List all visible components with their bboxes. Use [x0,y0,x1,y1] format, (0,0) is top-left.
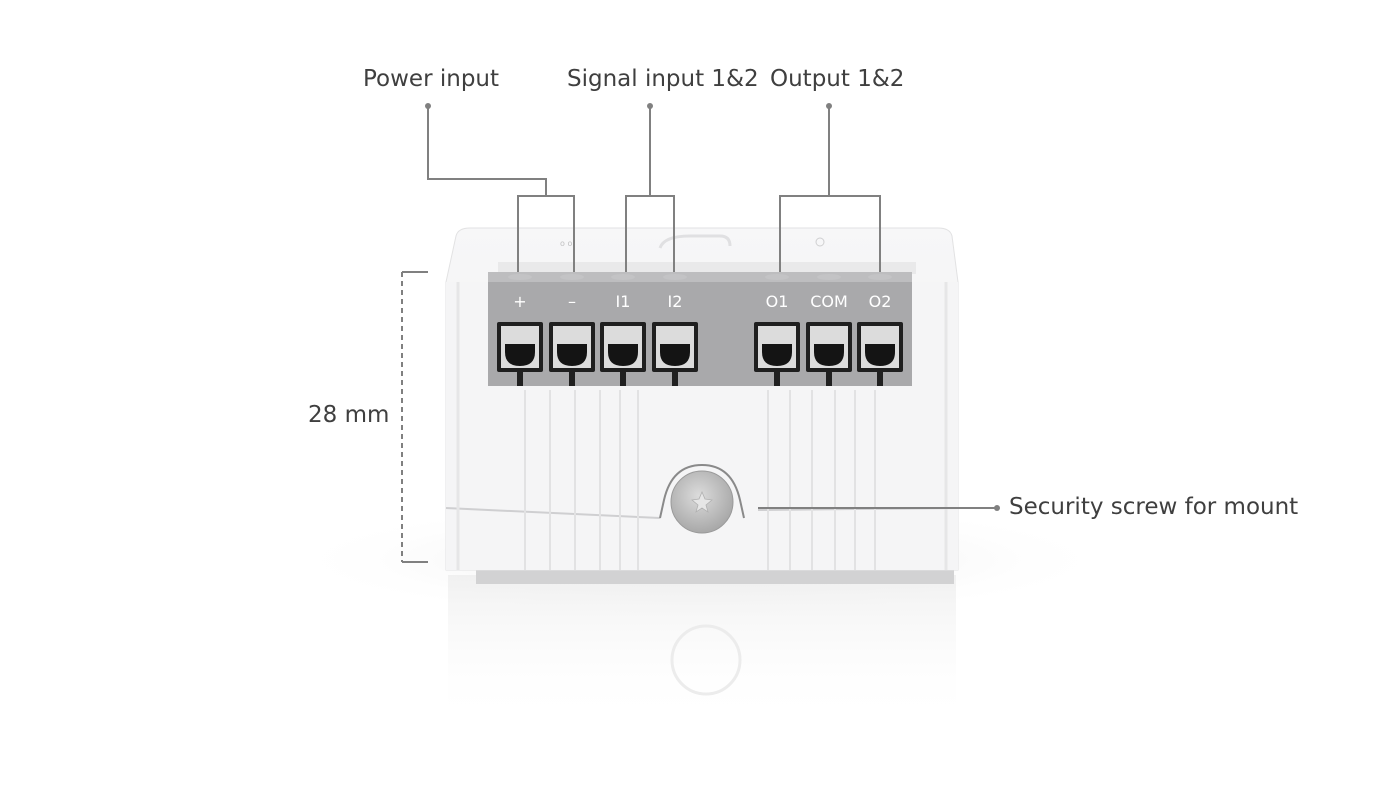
terminal-2: I1 [600,292,646,386]
terminal-3: I2 [652,292,698,386]
security-screw [659,463,745,534]
terminal-label: I2 [668,292,683,311]
svg-text:o o: o o [560,239,572,248]
terminal-0: + [497,292,543,386]
output-label: Output 1&2 [770,66,905,92]
signal-input-label: Signal input 1&2 [567,66,759,92]
terminal-label: – [568,292,576,311]
height-dimension [401,271,428,563]
terminal-label: O2 [869,292,892,311]
terminal-6: O2 [857,292,903,386]
callout-lines [427,106,997,509]
terminal-label: + [513,292,526,311]
device-reflection [448,575,956,725]
power-input-label: Power input [363,66,500,92]
terminal-4: O1 [754,292,800,386]
terminals: + – I1 I2 O1 COM O2 [497,292,903,386]
terminal-label: COM [810,292,848,311]
height-dimension-label: 28 mm [308,402,390,428]
terminal-label: O1 [766,292,789,311]
terminal-5: COM [806,292,852,386]
terminal-label: I1 [616,292,631,311]
security-screw-label: Security screw for mount [1009,494,1299,520]
terminal-1: – [549,292,595,386]
